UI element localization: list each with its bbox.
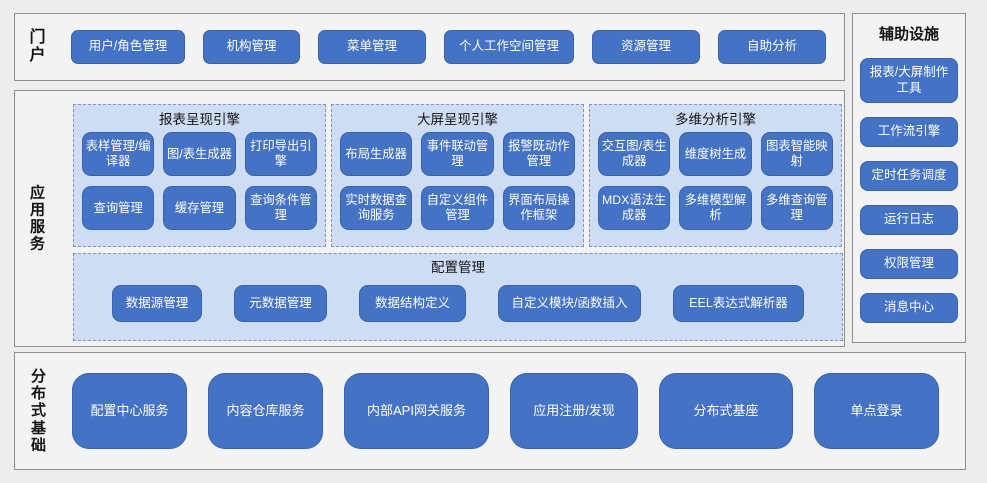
node-template-management-compiler: 表样管理/编译器 <box>82 132 155 176</box>
group-title: 大屏呈现引擎 <box>417 112 498 127</box>
group-report-render-engine: 报表呈现引擎 表样管理/编译器 图/表生成器 打印导出引擎 查询管理 缓存管理 … <box>73 104 326 247</box>
section-app-services: 应用服务 报表呈现引擎 表样管理/编译器 图/表生成器 打印导出引擎 查询管理 … <box>14 90 845 347</box>
node-datasource-management: 数据源管理 <box>112 285 202 322</box>
auxiliary-section-title: 辅助设施 <box>878 26 939 43</box>
node-config-center-service: 配置中心服务 <box>72 373 187 449</box>
node-single-sign-on: 单点登录 <box>814 373 939 449</box>
node-custom-module-function-insert: 自定义模块/函数插入 <box>498 285 641 322</box>
node-print-export-engine: 打印导出引擎 <box>244 132 317 176</box>
node-menu-management: 菜单管理 <box>318 30 426 64</box>
node-eel-expression-parser: EEL表达式解析器 <box>673 285 804 322</box>
node-query-condition-management: 查询条件管理 <box>244 186 317 230</box>
section-distributed-foundation: 分布式基础 配置中心服务 内容仓库服务 内部API网关服务 应用注册/发现 分布… <box>14 352 966 470</box>
group-node-grid: 交互图/表生成器 维度树生成 图表智能映射 MDX语法生成器 多维模型解析 多维… <box>597 132 834 230</box>
node-user-role-management: 用户/角色管理 <box>71 30 185 64</box>
node-multidim-model-parsing: 多维模型解析 <box>679 186 752 230</box>
node-event-linkage-management: 事件联动管理 <box>421 132 494 176</box>
app-services-section-label: 应用服务 <box>29 184 45 253</box>
engine-groups: 报表呈现引擎 表样管理/编译器 图/表生成器 打印导出引擎 查询管理 缓存管理 … <box>73 104 842 247</box>
node-content-repository-service: 内容仓库服务 <box>208 373 323 449</box>
distributed-section-label: 分布式基础 <box>30 367 46 454</box>
node-data-structure-definition: 数据结构定义 <box>359 285 466 322</box>
node-permission-management: 权限管理 <box>860 249 958 279</box>
section-portal: 门户 用户/角色管理 机构管理 菜单管理 个人工作空间管理 资源管理 自助分析 <box>14 13 845 81</box>
node-layout-generator: 布局生成器 <box>340 132 413 176</box>
node-run-log: 运行日志 <box>860 205 958 235</box>
node-distributed-base: 分布式基座 <box>659 373 793 449</box>
group-bigscreen-render-engine: 大屏呈现引擎 布局生成器 事件联动管理 报警既动作管理 实时数据查询服务 自定义… <box>331 104 584 247</box>
node-scheduled-task-dispatch: 定时任务调度 <box>860 161 958 191</box>
node-resource-management: 资源管理 <box>592 30 700 64</box>
group-node-grid: 表样管理/编译器 图/表生成器 打印导出引擎 查询管理 缓存管理 查询条件管理 <box>81 132 318 230</box>
group-title: 报表呈现引擎 <box>159 112 240 127</box>
node-query-management: 查询管理 <box>82 186 155 230</box>
node-workflow-engine: 工作流引擎 <box>860 117 958 147</box>
group-title: 多维分析引擎 <box>675 112 756 127</box>
node-alarm-action-management: 报警既动作管理 <box>502 132 575 176</box>
node-chart-table-generator: 图/表生成器 <box>163 132 236 176</box>
node-self-service-analysis: 自助分析 <box>718 30 826 64</box>
node-custom-component-management: 自定义组件管理 <box>421 186 494 230</box>
node-mdx-syntax-generator: MDX语法生成器 <box>598 186 671 230</box>
group-title: 配置管理 <box>431 260 485 275</box>
section-auxiliary-facilities: 辅助设施 报表/大屏制作工具 工作流引擎 定时任务调度 运行日志 权限管理 消息… <box>852 13 966 343</box>
node-personal-workspace-management: 个人工作空间管理 <box>444 30 574 64</box>
distributed-node-row: 配置中心服务 内容仓库服务 内部API网关服务 应用注册/发现 分布式基座 单点… <box>72 373 939 449</box>
node-multidim-query-management: 多维查询管理 <box>760 186 833 230</box>
group-node-grid: 布局生成器 事件联动管理 报警既动作管理 实时数据查询服务 自定义组件管理 界面… <box>339 132 576 230</box>
group-multidim-analysis-engine: 多维分析引擎 交互图/表生成器 维度树生成 图表智能映射 MDX语法生成器 多维… <box>589 104 842 247</box>
node-org-management: 机构管理 <box>203 30 300 64</box>
node-dimension-tree-generation: 维度树生成 <box>679 132 752 176</box>
node-realtime-data-query-service: 实时数据查询服务 <box>340 186 413 230</box>
auxiliary-node-column: 报表/大屏制作工具 工作流引擎 定时任务调度 运行日志 权限管理 消息中心 <box>860 58 958 323</box>
node-chart-smart-mapping: 图表智能映射 <box>760 132 833 176</box>
portal-section-label: 门户 <box>29 28 46 64</box>
node-message-center: 消息中心 <box>860 293 958 323</box>
node-internal-api-gateway-service: 内部API网关服务 <box>344 373 489 449</box>
node-metadata-management: 元数据管理 <box>234 285 327 322</box>
node-ui-layout-operation-framework: 界面布局操作框架 <box>502 186 575 230</box>
group-config-management: 配置管理 数据源管理 元数据管理 数据结构定义 自定义模块/函数插入 EEL表达… <box>73 253 843 341</box>
node-report-bigscreen-authoring-tool: 报表/大屏制作工具 <box>860 58 958 103</box>
group-node-row: 数据源管理 元数据管理 数据结构定义 自定义模块/函数插入 EEL表达式解析器 <box>74 285 842 322</box>
portal-node-row: 用户/角色管理 机构管理 菜单管理 个人工作空间管理 资源管理 自助分析 <box>71 30 826 64</box>
node-cache-management: 缓存管理 <box>163 186 236 230</box>
node-interactive-chart-generator: 交互图/表生成器 <box>598 132 671 176</box>
node-app-registration-discovery: 应用注册/发现 <box>510 373 638 449</box>
